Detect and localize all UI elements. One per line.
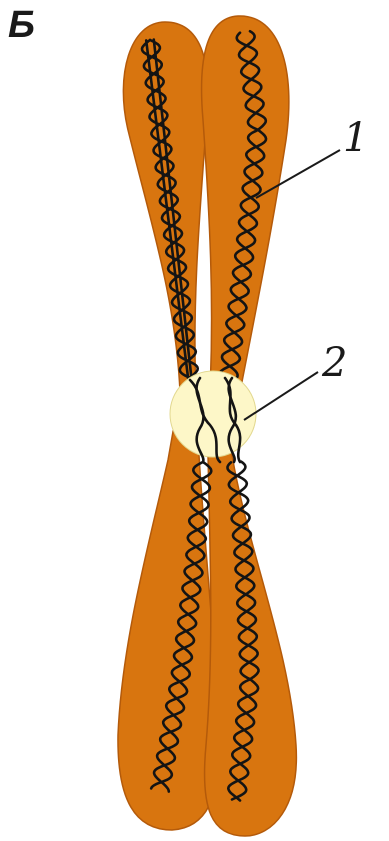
callout-line-2: [244, 372, 318, 420]
panel-letter: Б: [8, 6, 35, 44]
callout-label-centromere: 2: [322, 343, 347, 383]
callout-label-chromatid: 1: [343, 118, 368, 158]
centromere: [170, 371, 256, 457]
